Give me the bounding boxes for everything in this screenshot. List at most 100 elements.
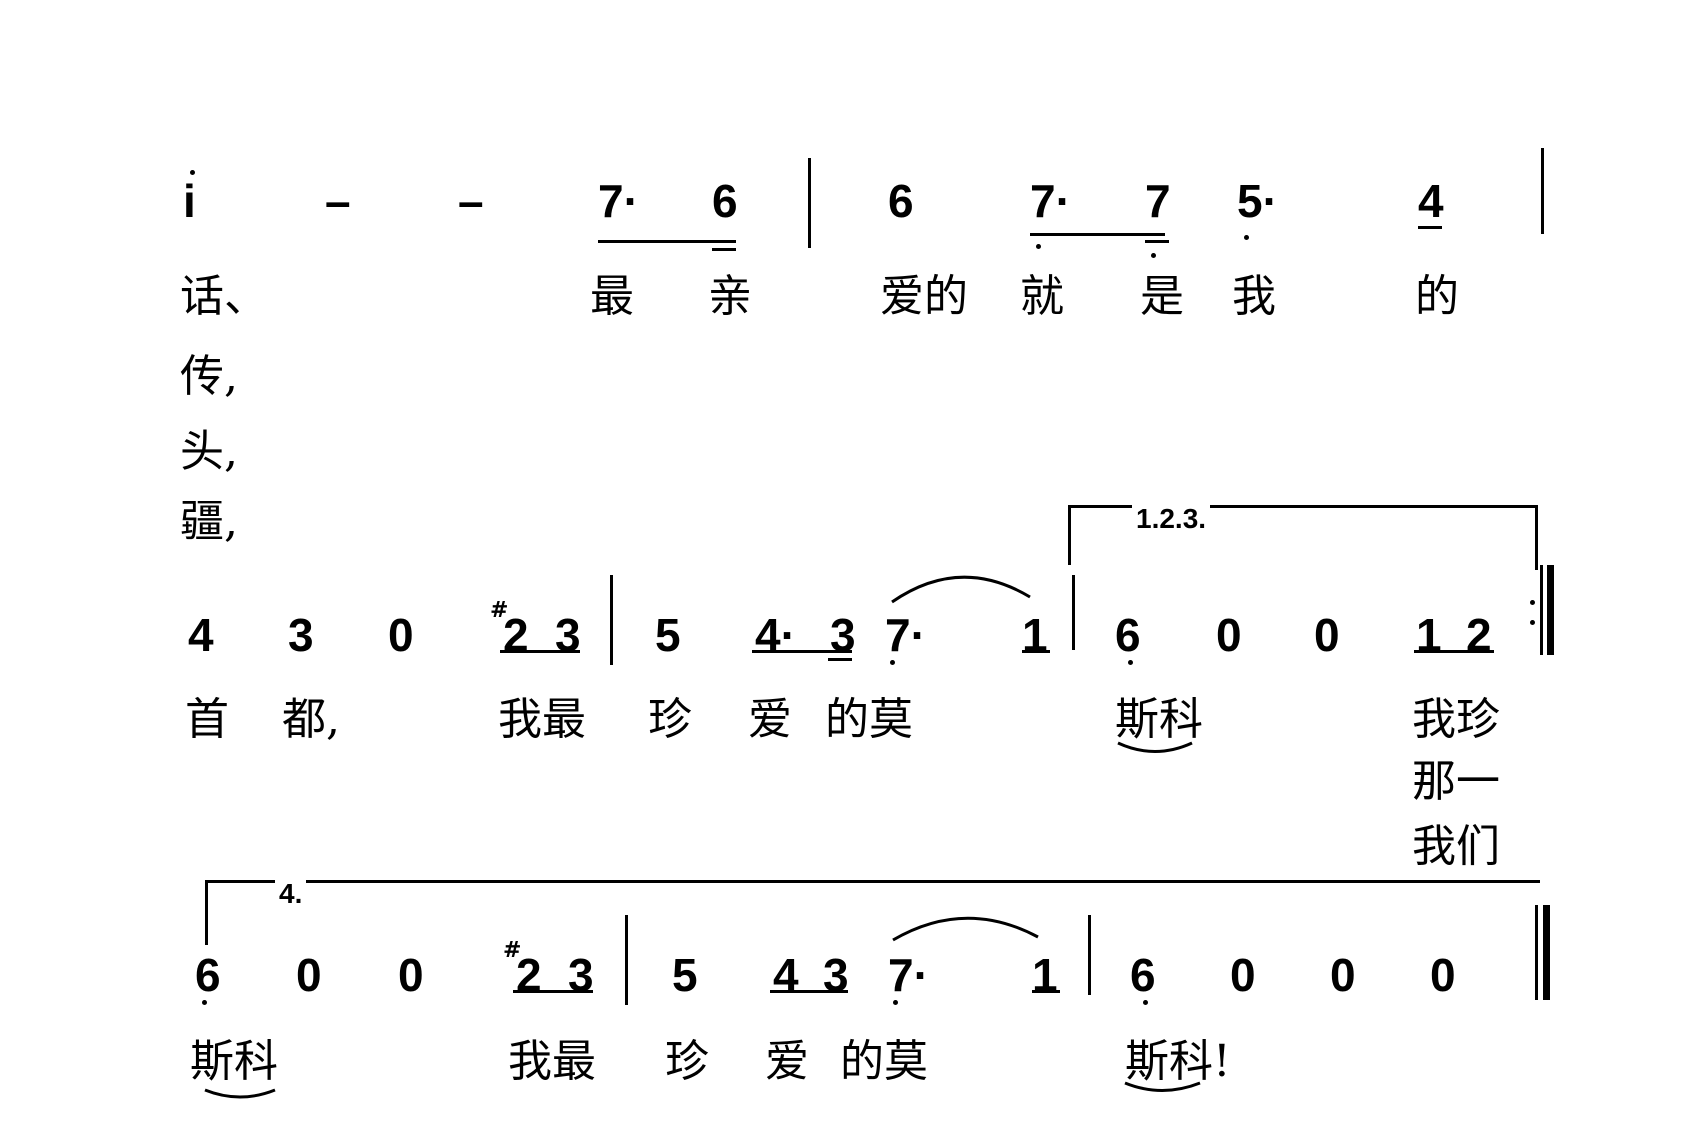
lyric: 我最 (508, 1036, 596, 1087)
bar-line-thick (1547, 565, 1554, 655)
beam-underline (828, 658, 852, 661)
volta-line (1535, 505, 1538, 570)
tie-slur (891, 575, 1031, 604)
lyric: 我珍 (1412, 694, 1500, 745)
dash-hold: – (458, 175, 484, 227)
octave-dot (890, 660, 895, 665)
lyric-slur (1117, 741, 1193, 753)
note: 0 (1230, 949, 1256, 1001)
note: 6 (888, 175, 914, 227)
bar-line-thick (1543, 905, 1550, 1000)
octave-dot (1244, 235, 1249, 240)
volta-label: 4. (275, 880, 307, 908)
note: 7· (888, 949, 929, 1001)
lyric: 的 (1415, 271, 1459, 322)
octave-dot (1036, 244, 1041, 249)
lyric: 我最 (498, 694, 586, 745)
lyric: 珍 (648, 694, 692, 745)
bar-line (1072, 575, 1075, 650)
lyric: 爱 (748, 694, 792, 745)
lyric: 话、 (180, 271, 268, 322)
volta-label: 1.2.3. (1132, 505, 1211, 533)
octave-dot (1151, 253, 1156, 258)
lyric: 斯科! (1125, 1036, 1231, 1087)
beam-underline (1032, 990, 1060, 993)
octave-dot (202, 1000, 207, 1005)
sharp-sign: # (490, 598, 509, 623)
beam-underline (598, 240, 736, 243)
lyric: 我们 (1412, 821, 1500, 872)
lyric: 我 (1232, 271, 1276, 322)
lyric: 那一 (1412, 756, 1500, 807)
note: 5· (1237, 175, 1278, 227)
bar-line (1535, 905, 1538, 1000)
beam-underline (500, 650, 580, 653)
tie-slur (892, 916, 1039, 942)
lyric: 就 (1020, 271, 1064, 322)
beam-underline (1414, 650, 1494, 653)
note: i (183, 175, 196, 227)
bar-line (1088, 915, 1091, 995)
note: 5 (672, 949, 698, 1001)
volta-line (1068, 505, 1071, 565)
note: 6 (195, 949, 221, 1001)
lyric: 斯科 (190, 1036, 278, 1087)
beam-underline (1145, 240, 1169, 243)
beam-underline (770, 990, 848, 993)
note: 6 (712, 175, 738, 227)
lyric-slur (1124, 1081, 1201, 1092)
note: 0 (1216, 609, 1242, 661)
note: 6 (1130, 949, 1156, 1001)
lyric: 亲 (708, 271, 752, 322)
bar-line (808, 158, 811, 248)
lyric: 疆, (180, 496, 238, 547)
lyric: 是 (1140, 271, 1184, 322)
note: 0 (296, 949, 322, 1001)
beam-underline (712, 248, 736, 251)
bar-line (1541, 148, 1544, 234)
lyric: 斯科 (1115, 694, 1203, 745)
lyric-slur (204, 1088, 276, 1099)
beam-underline (1030, 233, 1165, 236)
sharp-sign: # (503, 938, 522, 963)
note: 0 (388, 609, 414, 661)
note: 0 (398, 949, 424, 1001)
repeat-dot (1530, 600, 1535, 605)
lyric: 首 (185, 694, 229, 745)
note: 4 (188, 609, 214, 661)
octave-dot (1128, 660, 1133, 665)
note: 3 (288, 609, 314, 661)
note: 4 (1418, 175, 1444, 227)
lyric: 珍 (665, 1036, 709, 1087)
lyric: 的莫 (825, 694, 913, 745)
lyric: 爱的 (880, 271, 968, 322)
note: 7· (885, 609, 926, 661)
beam-underline (1022, 650, 1050, 653)
note: 5 (655, 609, 681, 661)
beam-underline (1418, 226, 1442, 229)
beam-underline (513, 990, 593, 993)
note: 7· (598, 175, 639, 227)
lyric: 都, (282, 694, 340, 745)
note: 6 (1115, 609, 1141, 661)
octave-dot (190, 170, 195, 175)
volta-line (205, 880, 208, 945)
note: 0 (1430, 949, 1456, 1001)
octave-dot (893, 1000, 898, 1005)
lyric: 传, (180, 351, 238, 402)
volta-line (1068, 505, 1538, 508)
bar-line (610, 575, 613, 665)
repeat-dot (1530, 620, 1535, 625)
octave-dot (1143, 1000, 1148, 1005)
lyric: 头, (180, 426, 238, 477)
volta-line (205, 880, 1540, 883)
note: 7· (1030, 175, 1071, 227)
lyric: 的莫 (840, 1036, 928, 1087)
note: 0 (1330, 949, 1356, 1001)
note: 7 (1145, 175, 1171, 227)
lyric: 爱 (765, 1036, 809, 1087)
beam-underline (752, 650, 852, 653)
lyric: 最 (590, 271, 634, 322)
